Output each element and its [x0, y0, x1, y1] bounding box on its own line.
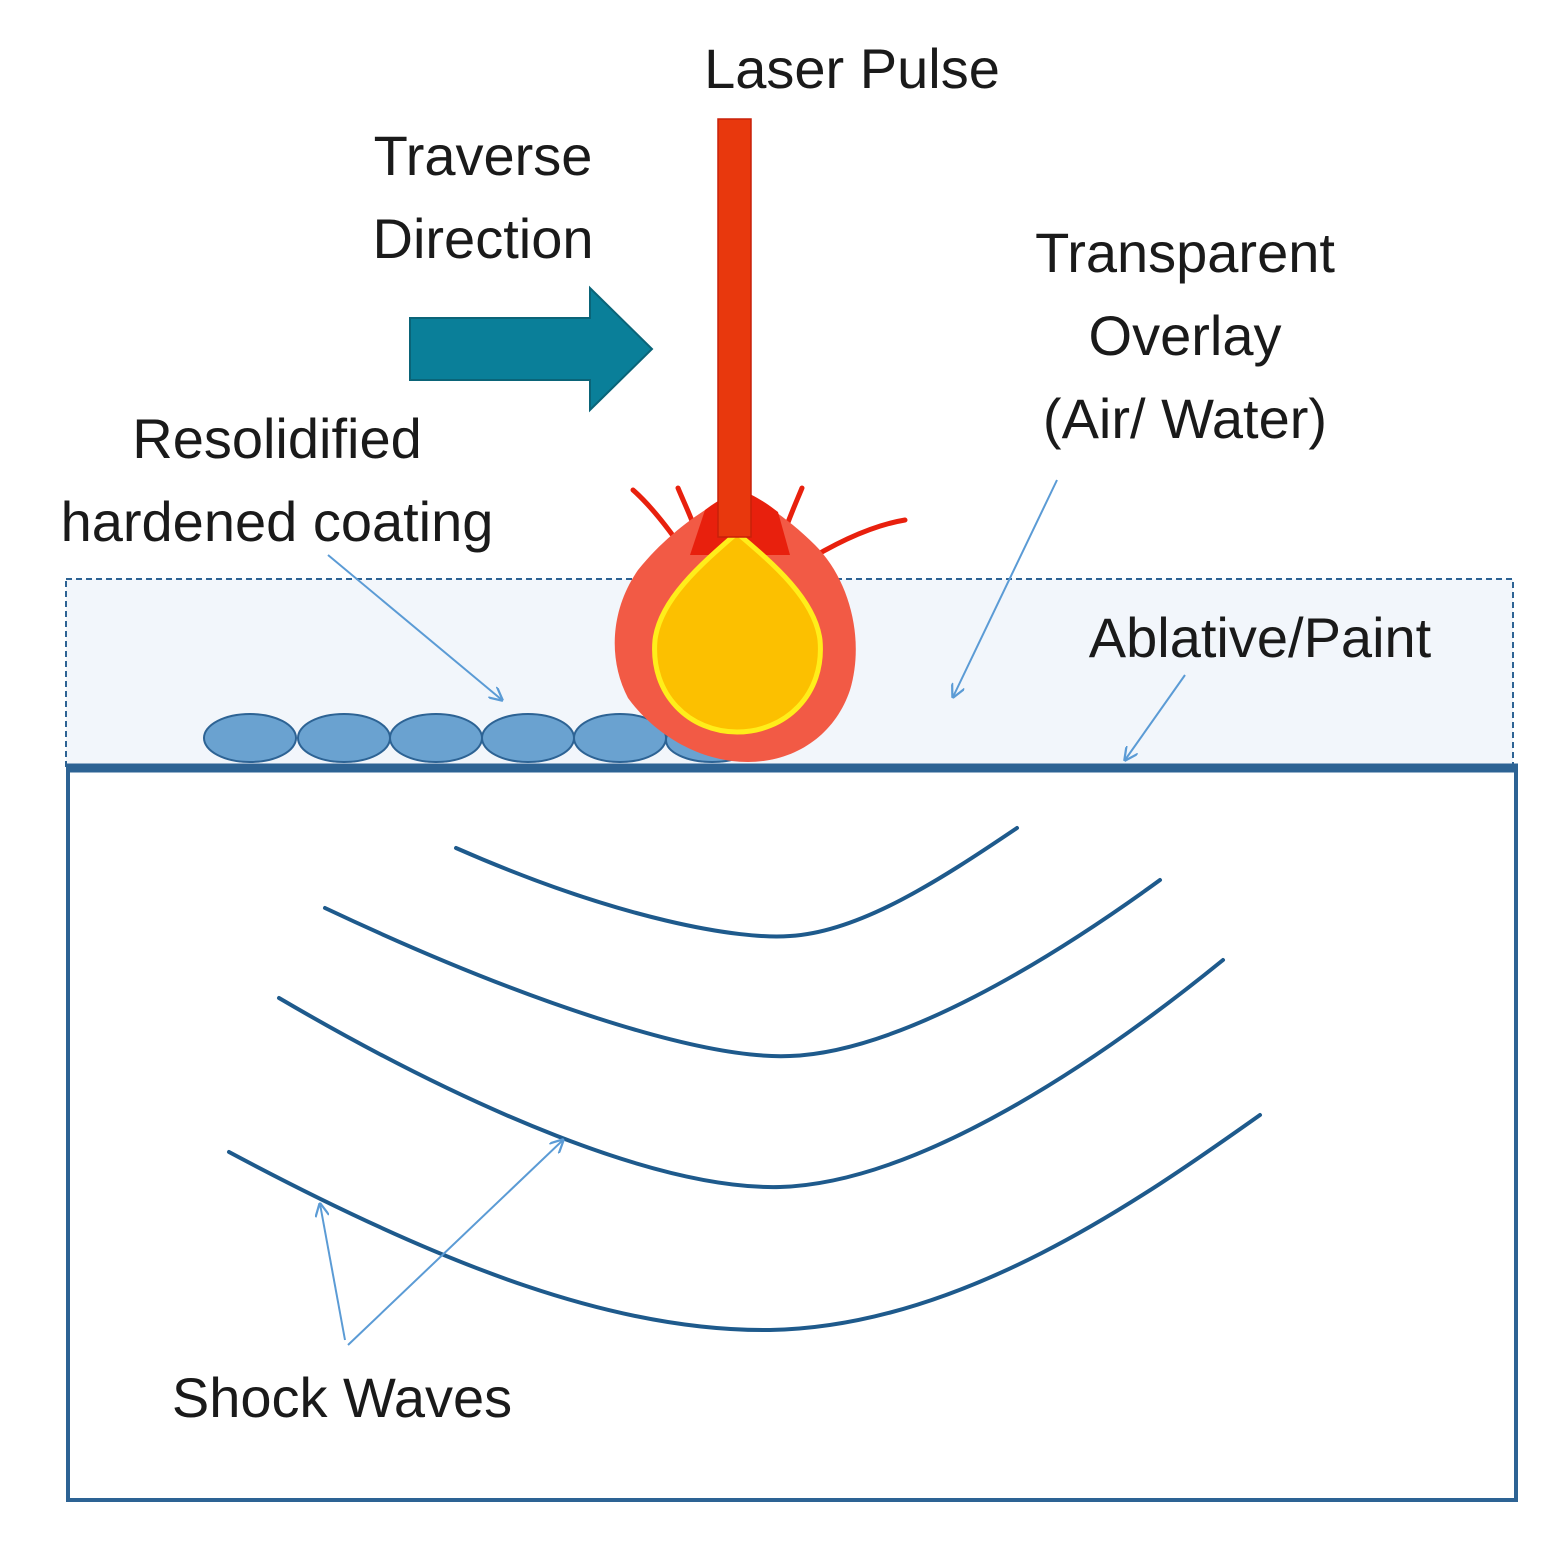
shock-wave-4: [227, 1113, 1262, 1333]
resolidified-coating-label-line2: hardened coating: [61, 490, 494, 553]
coating-blob: [297, 713, 391, 763]
shock-wave-3: [277, 958, 1225, 1190]
overlay-leader-arrow: [953, 479, 1058, 697]
ablative-paint-label: Ablative/Paint: [1089, 606, 1432, 669]
coating-blob: [389, 713, 483, 763]
traverse-direction-arrow: [409, 285, 654, 413]
shock-wave-2: [323, 878, 1162, 1059]
shock-wave-1: [454, 826, 1019, 939]
laser-beam: [717, 118, 752, 538]
traverse-direction-label-line1: Traverse: [374, 124, 593, 187]
transparent-overlay-label-line2: Overlay: [1089, 304, 1282, 367]
transparent-overlay-label-line1: Transparent: [1035, 221, 1335, 284]
shock-leader-arrow-1: [320, 1204, 346, 1341]
ablative-leader-arrow: [1125, 674, 1186, 760]
laser-pulse-label: Laser Pulse: [704, 37, 1000, 100]
coating-leader-arrow: [327, 554, 502, 700]
coating-blob: [481, 713, 575, 763]
transparent-overlay-label-line3: (Air/ Water): [1043, 387, 1327, 450]
resolidified-coating-label-line1: Resolidified: [132, 407, 422, 470]
shock-leader-arrow-2: [347, 1140, 563, 1346]
plasma-core: [652, 529, 823, 735]
traverse-direction-label-line2: Direction: [373, 207, 594, 270]
shock-waves-label: Shock Waves: [172, 1366, 512, 1429]
leader-arrows: [320, 479, 1186, 1346]
shock-waves: [227, 826, 1262, 1333]
workpiece-substrate: [66, 768, 1518, 1502]
coating-blob: [203, 713, 297, 763]
